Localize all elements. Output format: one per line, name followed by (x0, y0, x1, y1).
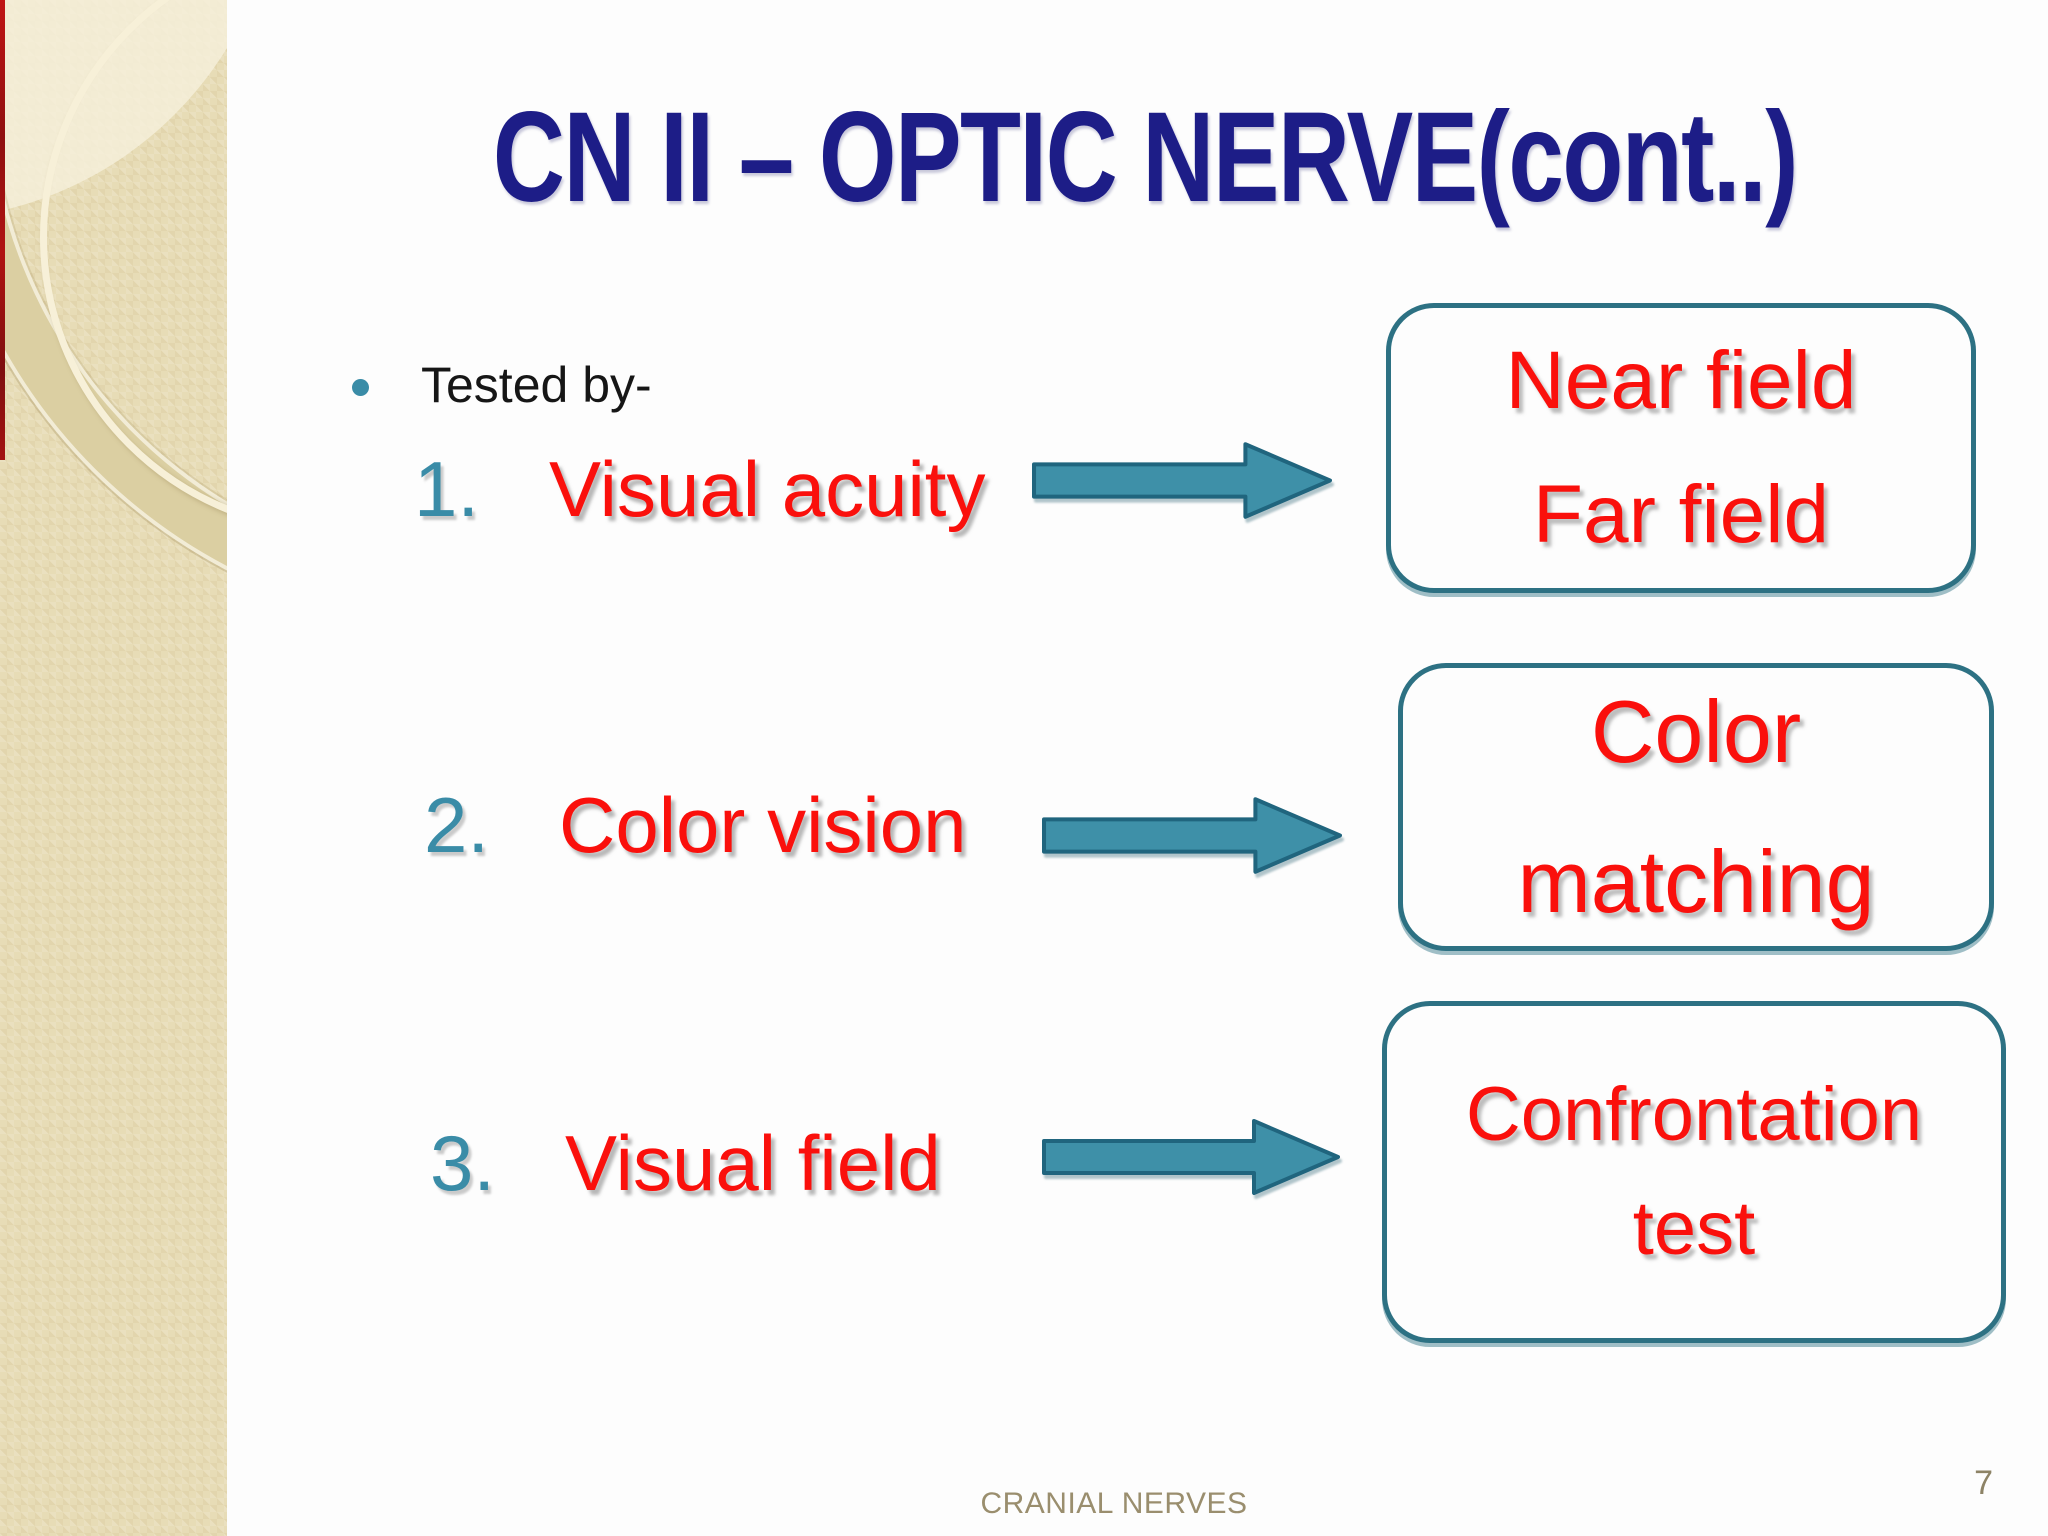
slide-title-text: CN II – OPTIC NERVE(cont..) (492, 86, 1799, 229)
bullet-row: Tested by- (352, 355, 652, 415)
callout-box-1: Near field Far field (1386, 303, 1976, 593)
list-item-3: 3. Visual field (430, 1124, 941, 1202)
list-item-1-label: Visual acuity (549, 445, 986, 533)
callout-box-3-line-1: Confrontation (1465, 1072, 1923, 1157)
list-item-1-number: 1. (414, 445, 480, 533)
list-item-2-number: 2. (424, 781, 490, 869)
callout-box-1-line-1: Near field (1505, 334, 1857, 426)
list-item-2: 2. Color vision (424, 786, 966, 864)
callout-box-1-line-2: Far field (1532, 469, 1830, 560)
page-number: 7 (1974, 1464, 1993, 1502)
left-edge-red-strip (0, 0, 5, 460)
slide-title: CN II – OPTIC NERVE(cont..) (250, 86, 2040, 229)
footer-title: CRANIAL NERVES (980, 1487, 1248, 1520)
sidebar-decoration (0, 0, 227, 1536)
callout-box-2-line-1: Color (1590, 682, 1802, 782)
arrow-right-icon (1042, 1119, 1340, 1195)
arrow-right-icon (1032, 442, 1332, 519)
bullet-text: Tested by- (421, 357, 652, 413)
callout-box-2: Color matching (1398, 663, 1994, 951)
bullet-dot-icon (352, 379, 369, 396)
callout-box-3: Confrontation test (1382, 1001, 2006, 1343)
list-item-3-label: Visual field (565, 1119, 941, 1207)
callout-box-2-line-2: matching (1517, 832, 1875, 931)
arrow-right-icon (1042, 797, 1342, 874)
callout-box-3-line-2: test (1632, 1186, 1756, 1271)
list-item-3-number: 3. (430, 1119, 496, 1207)
list-item-2-label: Color vision (559, 781, 967, 869)
list-item-1: 1. Visual acuity (414, 450, 985, 528)
